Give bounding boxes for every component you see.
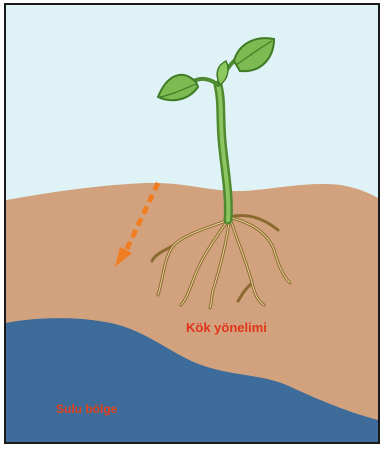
water-area-label: Sulu bölge xyxy=(56,402,118,416)
diagram-frame: Kök yönelimi Sulu bölge xyxy=(4,3,380,444)
root-direction-label: Kök yönelimi xyxy=(186,320,267,335)
phototropism-diagram: Kök yönelimi Sulu bölge xyxy=(6,5,378,442)
